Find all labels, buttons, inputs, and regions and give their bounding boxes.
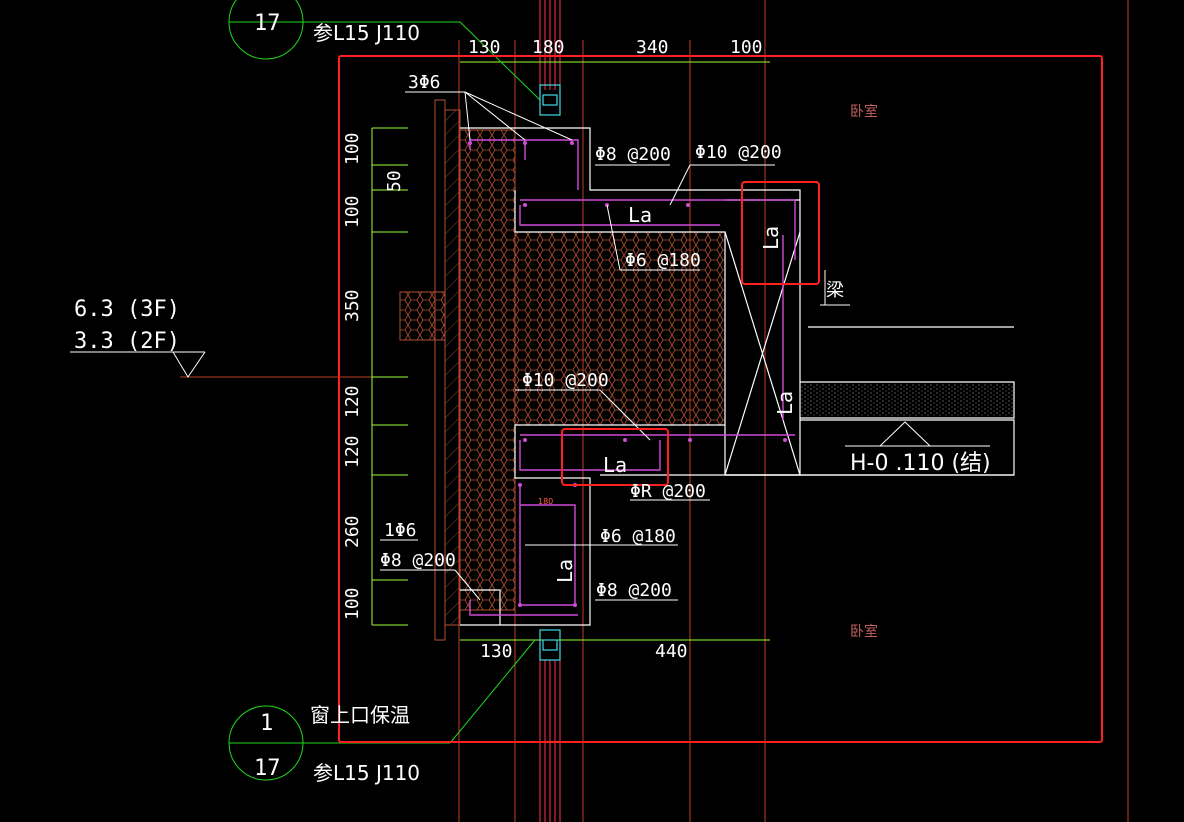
rebar-dots (468, 141, 787, 607)
room-label-bottom: 卧室 (850, 623, 878, 640)
dim-top-130: 130 (468, 37, 501, 58)
label-phi6-top: Φ6 @180 (625, 250, 701, 271)
level-marker (70, 351, 990, 447)
level-2f: 3.3 (2F) (74, 329, 180, 354)
label-phi8-left: Φ8 @200 (380, 550, 456, 571)
dim-left-100b: 100 (342, 195, 363, 228)
dim-left-50: 50 (384, 170, 405, 192)
callout-bottom-top: 1 (260, 711, 273, 736)
room-label-top: 卧室 (850, 103, 878, 120)
anchor-label-2: La (759, 226, 783, 250)
level-3f: 6.3 (3F) (74, 297, 180, 322)
insulation-layer (399, 99, 726, 641)
label-phi8-top: Φ8 @200 (595, 144, 671, 165)
callout-top-ref: 参L15 J110 (313, 21, 420, 45)
window-frames (539, 84, 561, 661)
anchor-label-1: La (628, 203, 652, 227)
callout-bottom-title: 窗上口保温 (310, 703, 410, 727)
dim-top-180: 180 (532, 37, 565, 58)
label-3phi6: 3Φ6 (408, 72, 441, 93)
beam-label: 梁 (826, 280, 844, 301)
label-phi10-mid: Φ10 @200 (522, 370, 609, 391)
anchor-label-5: La (553, 559, 577, 583)
label-phi6-bottom: Φ6 @180 (600, 526, 676, 547)
callout-bottom-number: 17 (254, 756, 281, 781)
label-1phi6: 1Φ6 (384, 520, 417, 541)
label-phi8-bottom: Φ8 @200 (596, 580, 672, 601)
dim-left-120b: 120 (342, 435, 363, 468)
dim-bottom-130: 130 (480, 641, 513, 662)
anchor-label-3: La (773, 391, 797, 415)
label-phi10-top: Φ10 @200 (695, 142, 782, 163)
dim-left-350: 350 (342, 289, 363, 322)
anchor-label-4: La (603, 453, 627, 477)
dim-top-340: 340 (636, 37, 669, 58)
dimension-lines (371, 61, 770, 641)
label-leaders (380, 91, 850, 601)
dim-left-100c: 100 (342, 587, 363, 620)
floor-screed (800, 384, 1014, 416)
dim-bottom-440: 440 (655, 641, 688, 662)
callout-top-number: 17 (254, 11, 281, 36)
dim-left-120a: 120 (342, 385, 363, 418)
small-dim-180: 180 (538, 497, 553, 506)
dim-left-100a: 100 (342, 132, 363, 165)
highlight-boxes (338, 55, 1103, 743)
dim-top-100: 100 (730, 37, 763, 58)
dim-left-260: 260 (342, 515, 363, 548)
callout-leaders (228, 0, 541, 781)
label-phir-bottom: ΦR @200 (630, 481, 706, 502)
elevation-label: H-0 .110 (结) (850, 451, 991, 476)
callout-bottom-ref: 参L15 J110 (313, 761, 420, 785)
